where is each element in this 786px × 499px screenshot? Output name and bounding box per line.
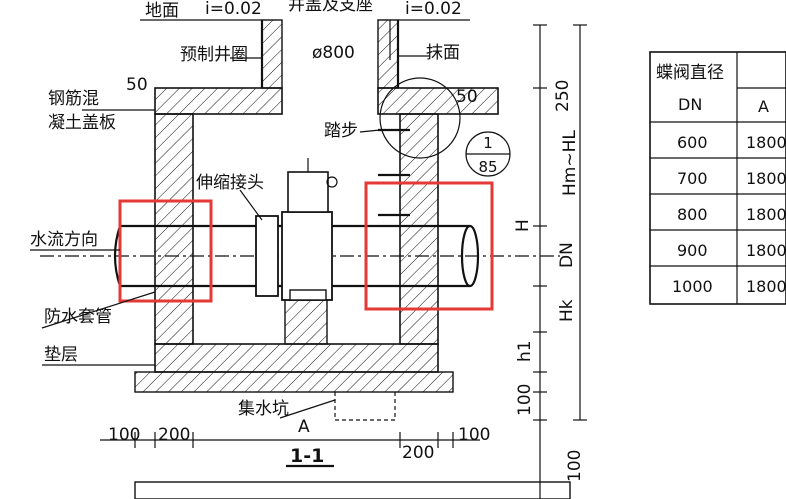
table-row-dn: 1000 bbox=[672, 277, 713, 296]
table-row-a: 1800 bbox=[746, 205, 786, 224]
label-section-a: A bbox=[298, 417, 310, 437]
label-step: 踏步 bbox=[324, 121, 358, 141]
dim-100-vertical-bottom: 100 bbox=[565, 450, 585, 482]
bottom-slab bbox=[154, 343, 439, 373]
label-plaster: 抹面 bbox=[426, 43, 460, 63]
dim-100-vertical: 100 bbox=[515, 384, 535, 416]
detail-callout: 1 85 bbox=[379, 77, 511, 177]
table-header-a: A bbox=[758, 97, 769, 116]
label-sump: 集水坑 bbox=[238, 399, 289, 419]
dim-100-left: 100 bbox=[108, 425, 140, 445]
valve-dimension-table: 蝶阀直径 DN A 600 1800 700 1800 800 1800 900… bbox=[649, 51, 786, 305]
table-row-dn: 700 bbox=[677, 169, 708, 188]
dim-hm-hl: Hm~HL bbox=[560, 130, 580, 196]
table-row-a: 1800 bbox=[746, 169, 786, 188]
horizontal-dimension-line bbox=[100, 432, 571, 499]
label-expansion-joint: 伸缩接头 bbox=[196, 173, 264, 193]
label-rc-cover-1: 钢筋混 bbox=[48, 89, 99, 109]
section-title: 1-1 bbox=[290, 445, 324, 467]
table-row-dn: 600 bbox=[677, 133, 708, 152]
valve-assembly bbox=[255, 158, 338, 301]
callout-top: 1 bbox=[483, 134, 493, 152]
dim-250: 250 bbox=[553, 80, 573, 112]
label-rc-cover-2: 凝土盖板 bbox=[48, 113, 116, 133]
label-flow-direction: 水流方向 bbox=[30, 230, 98, 250]
label-ground: 地面 bbox=[145, 1, 179, 21]
ladder-steps bbox=[378, 20, 410, 217]
highlight-boxes bbox=[118, 181, 494, 311]
dim-h1: h1 bbox=[515, 340, 535, 362]
label-slope-right: i=0.02 bbox=[405, 0, 462, 19]
label-slope-left: i=0.02 bbox=[205, 0, 262, 19]
cushion-layer bbox=[134, 371, 454, 393]
sump-pit bbox=[334, 392, 396, 421]
vertical-dimension-line bbox=[533, 24, 587, 499]
dim-200-right: 200 bbox=[402, 443, 434, 463]
precast-ring bbox=[260, 19, 400, 89]
dim-200-left: 200 bbox=[158, 425, 190, 445]
table-row-a: 1800 bbox=[746, 133, 786, 152]
table-header-label: 蝶阀直径 bbox=[656, 63, 724, 83]
table-row-a: 1800 bbox=[746, 241, 786, 260]
table-row-dn: 900 bbox=[677, 241, 708, 260]
dim-100-right: 100 bbox=[458, 425, 490, 445]
label-precast-ring: 预制井圈 bbox=[180, 45, 248, 65]
chamber-walls bbox=[154, 113, 439, 345]
label-cover-seat: 井盖及支座 bbox=[288, 0, 373, 15]
cover-slab bbox=[154, 87, 499, 115]
highlight-left-sleeve bbox=[118, 199, 213, 303]
table-row-dn: 800 bbox=[677, 205, 708, 224]
dim-dn: DN bbox=[557, 242, 577, 268]
table-row-a: 1800 bbox=[746, 277, 786, 296]
dim-hk: Hk bbox=[557, 299, 577, 322]
callout-bottom: 85 bbox=[478, 158, 497, 176]
leader-lines bbox=[30, 55, 430, 419]
valve-support bbox=[284, 299, 328, 345]
label-diameter: ø800 bbox=[312, 43, 355, 63]
table-header-dn: DN bbox=[678, 95, 702, 114]
dim-50-left: 50 bbox=[126, 75, 148, 95]
label-waterproof-sleeve: 防水套管 bbox=[44, 307, 112, 327]
dim-50-right: 50 bbox=[456, 87, 478, 107]
dim-h: H bbox=[513, 219, 533, 232]
label-cushion: 垫层 bbox=[44, 345, 78, 365]
highlight-right-sleeve bbox=[364, 181, 494, 311]
